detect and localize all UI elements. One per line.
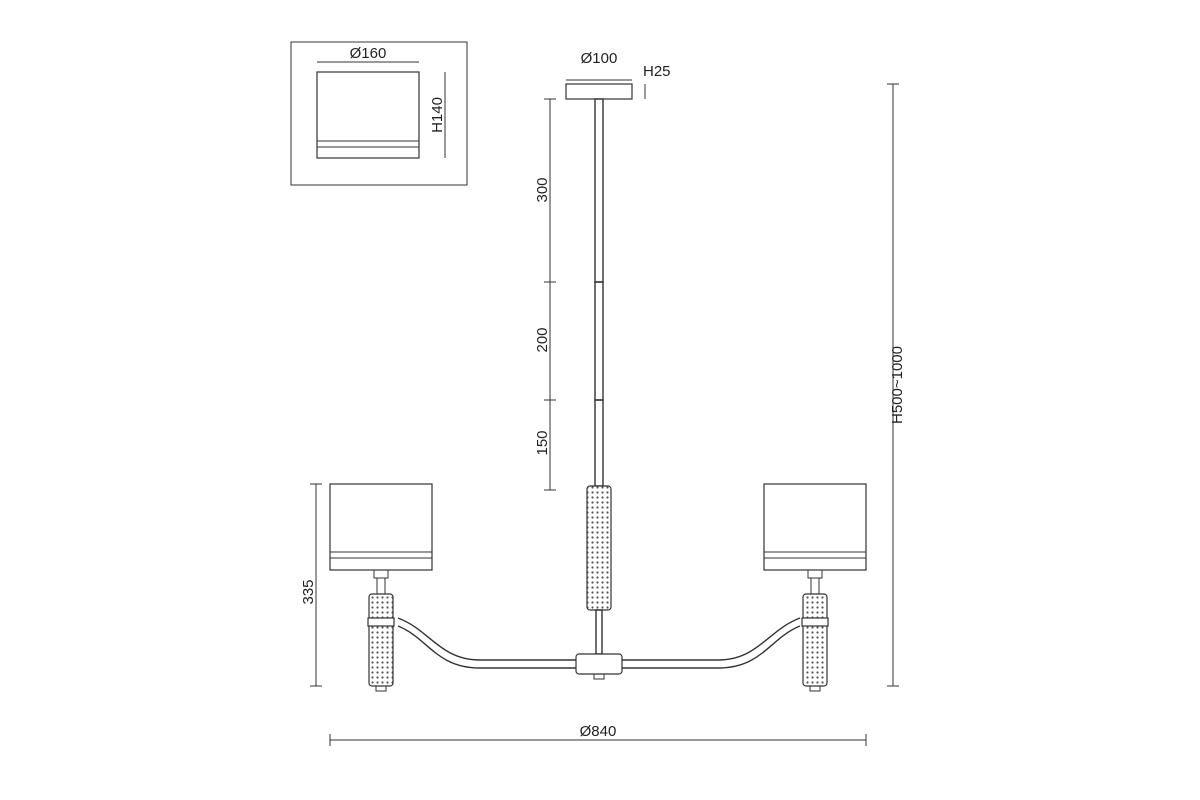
- right-holder-finial: [809, 685, 821, 692]
- right-socket-neck: [810, 577, 820, 595]
- rod-segment-3: [594, 399, 604, 487]
- left-holder-finial: [375, 685, 387, 692]
- left-arm-lower: [397, 625, 576, 669]
- rod-lower-stem: [595, 609, 603, 655]
- left-arm-upper: [397, 617, 576, 661]
- rod-segment-1: [594, 98, 604, 283]
- inset-shade: [316, 71, 420, 159]
- overall-width-dimension: Ø840: [329, 723, 867, 746]
- right-arm-upper: [622, 617, 801, 661]
- left-holder-collar: [367, 617, 395, 627]
- rod-dimensions: 300 200 150: [534, 98, 556, 491]
- shade-detail-inset: Ø160 H140: [290, 41, 468, 186]
- right-holder-collar: [801, 617, 829, 627]
- inset-frame: [290, 41, 468, 186]
- arms: [397, 617, 801, 680]
- rod-2-label: 200: [534, 327, 551, 352]
- left-shade: [329, 483, 433, 571]
- left-socket-neck: [376, 577, 386, 595]
- arm-height-label: 335: [300, 579, 317, 604]
- overall-height-label: H500~1000: [889, 346, 906, 424]
- suspension-rod: [586, 98, 612, 655]
- center-hub: [575, 653, 623, 675]
- left-lamp: [329, 483, 433, 692]
- rod-3-label: 150: [534, 430, 551, 455]
- shade-height-label: H140: [429, 97, 446, 133]
- right-socket-cap: [807, 569, 823, 579]
- overall-width-label: Ø840: [580, 723, 617, 740]
- rod-segment-2: [594, 281, 604, 401]
- center-knurled-sleeve: [586, 485, 612, 611]
- overall-height-dimension: H500~1000: [887, 83, 906, 687]
- center-hub-finial: [593, 673, 605, 680]
- canopy-plate: [565, 83, 633, 100]
- canopy-height-label: H25: [643, 63, 671, 80]
- canopy: Ø100 H25: [565, 50, 671, 100]
- arm-height-dimension: 335: [300, 483, 322, 687]
- canopy-diameter-label: Ø100: [581, 50, 618, 67]
- right-knurled-holder: [802, 593, 828, 687]
- left-socket-cap: [373, 569, 389, 579]
- right-arm-lower: [622, 625, 801, 669]
- shade-diameter-label: Ø160: [350, 45, 387, 62]
- rod-1-label: 300: [534, 177, 551, 202]
- right-shade: [763, 483, 867, 571]
- right-lamp: [763, 483, 867, 692]
- left-knurled-holder: [368, 593, 394, 687]
